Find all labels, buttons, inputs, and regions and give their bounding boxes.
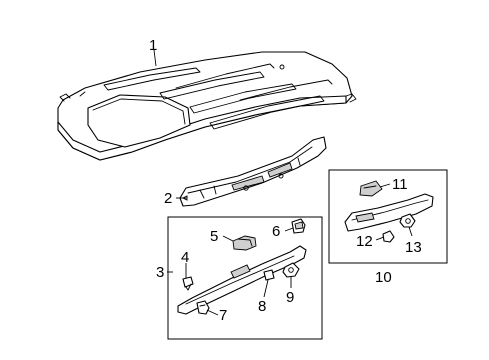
callout-7: 7 <box>219 307 227 324</box>
callout-labels: 1 2 3 4 5 6 7 8 9 10 11 12 13 <box>149 37 422 324</box>
callout-9: 9 <box>286 289 294 306</box>
clip-7-part[interactable] <box>196 300 210 315</box>
cover-6-part[interactable] <box>291 218 306 234</box>
clip-8-part[interactable] <box>263 269 275 281</box>
nut-9-part[interactable] <box>282 262 300 278</box>
callout-1: 1 <box>149 37 157 54</box>
cap-5-part[interactable] <box>232 235 257 251</box>
cover-11-part[interactable] <box>359 180 383 197</box>
assembly-10-frame <box>328 169 448 264</box>
callout-11: 11 <box>392 176 408 193</box>
clip-12-part[interactable] <box>382 230 395 243</box>
headliner-part[interactable] <box>57 51 357 161</box>
grab-rail-part[interactable] <box>177 245 307 315</box>
callout-8: 8 <box>258 298 266 315</box>
callout-4: 4 <box>181 249 189 266</box>
callout-10: 10 <box>375 269 392 286</box>
leader-lines <box>153 49 413 316</box>
assembly-3-frame <box>167 216 323 340</box>
clip-4-part[interactable] <box>182 276 194 291</box>
roof-trim-part[interactable] <box>179 136 327 207</box>
callout-13: 13 <box>405 239 422 256</box>
callout-2: 2 <box>164 190 172 207</box>
callout-12: 12 <box>356 233 373 250</box>
nut-13-part[interactable] <box>399 213 416 228</box>
callout-6: 6 <box>272 223 280 240</box>
callout-3: 3 <box>156 264 164 281</box>
callout-5: 5 <box>210 228 218 245</box>
rear-grab-rail-part[interactable] <box>344 193 434 232</box>
